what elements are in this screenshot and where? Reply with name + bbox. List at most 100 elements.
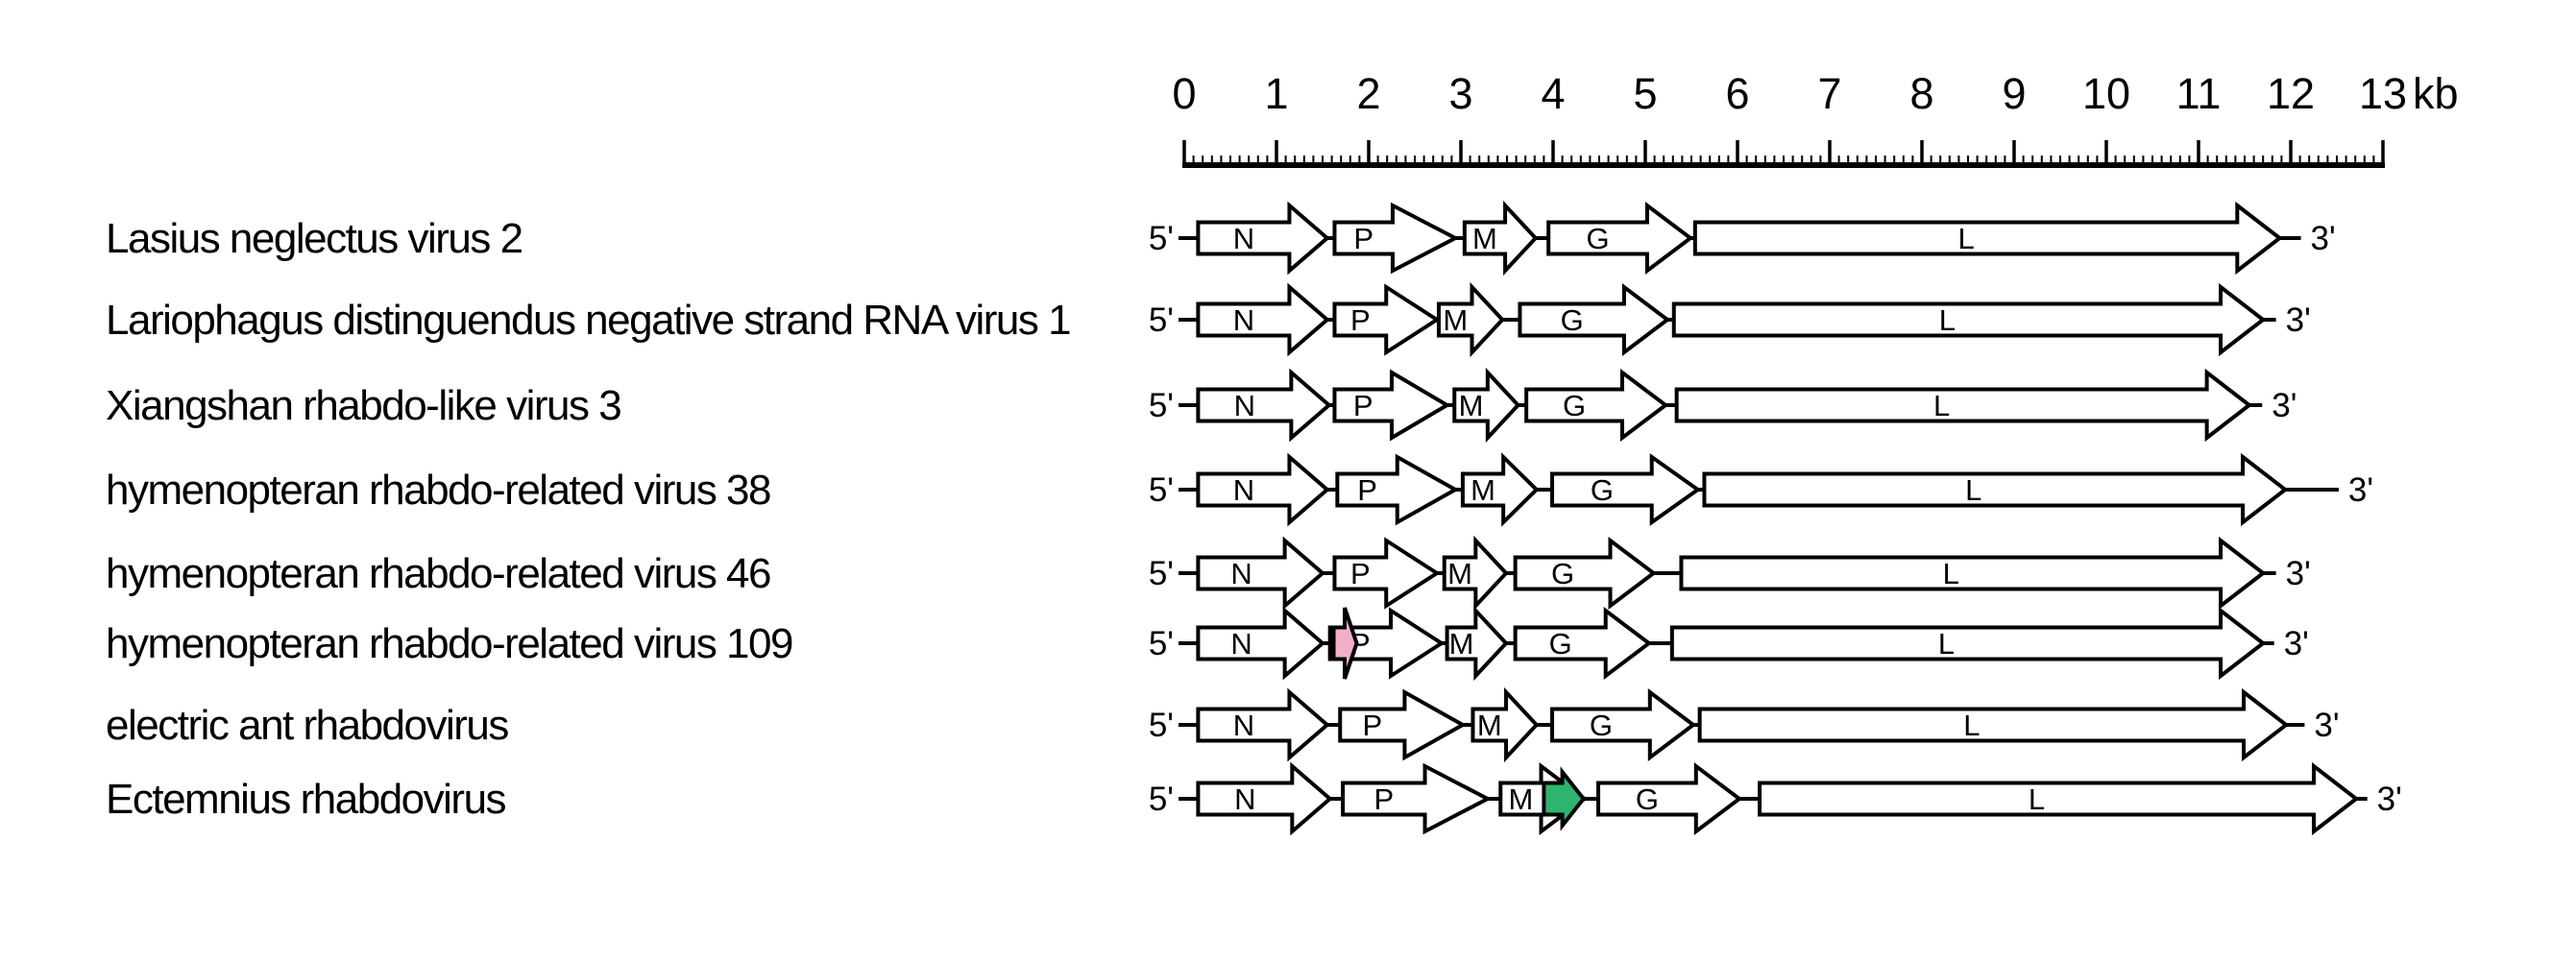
ruler-number: 10: [2082, 69, 2130, 118]
gene-letter: N: [1230, 557, 1252, 590]
gene-letter: G: [1549, 627, 1572, 661]
gene-arrow-L: [1702, 452, 2289, 527]
gene-letter: M: [1459, 389, 1484, 422]
five-prime-label: 5': [1149, 471, 1174, 509]
virus-name-label: hymenopteran rhabdo-related virus 109: [106, 620, 792, 667]
gene-arrow-L: [1669, 606, 2267, 681]
gene-letter: M: [1470, 473, 1495, 507]
gene-letter: M: [1472, 222, 1497, 255]
gene-arrow-G: [1524, 368, 1669, 443]
gene-arrow-M: [1470, 686, 1540, 763]
gene-arrow-N: [1196, 282, 1330, 357]
gene-arrow-N: [1196, 761, 1333, 836]
gene-letter: P: [1353, 222, 1373, 255]
gene-letter: N: [1233, 473, 1254, 507]
virus-row: Lasius neglectus virus 2 5' N P M G L 3': [106, 200, 2336, 277]
gene-arrow-N: [1196, 201, 1330, 276]
ruler-number: 9: [2002, 69, 2026, 118]
gene-arrow-G: [1550, 687, 1697, 762]
gene-letter: P: [1373, 782, 1394, 816]
gene-letter: G: [1591, 473, 1614, 507]
three-prime-label: 3': [2286, 555, 2311, 592]
gene-letter: N: [1234, 782, 1255, 816]
gene-letter: P: [1353, 389, 1373, 422]
gene-letter: L: [1938, 627, 1955, 661]
gene-arrow-M: [1436, 281, 1505, 358]
gene-arrow-M: [1442, 535, 1509, 612]
gene-arrow-N: [1196, 368, 1332, 443]
gene-letter: M: [1477, 709, 1502, 742]
gene-letter: G: [1586, 222, 1609, 255]
gene-arrow-N: [1196, 452, 1330, 527]
ruler-number: 2: [1356, 69, 1380, 118]
gene-arrow-P: [1341, 762, 1493, 835]
gene-letter: N: [1234, 389, 1255, 422]
five-prime-label: 5': [1149, 220, 1174, 257]
gene-letter: M: [1449, 627, 1474, 661]
five-prime-label: 5': [1149, 301, 1174, 339]
gene-arrow-P: [1332, 283, 1441, 356]
gene-letter: G: [1551, 557, 1574, 590]
gene-letter: G: [1563, 389, 1586, 422]
gene-letter: M: [1447, 557, 1472, 590]
gene-arrow-G: [1513, 536, 1657, 611]
gene-arrow-L: [1758, 761, 2360, 836]
gene-letter: L: [1933, 389, 1950, 422]
gene-letter: L: [2029, 782, 2045, 816]
gene-arrow-P: [1332, 537, 1441, 610]
three-prime-label: 3': [2286, 301, 2311, 339]
gene-arrow-G: [1550, 453, 1702, 526]
gene-letter: P: [1350, 557, 1371, 590]
gene-letter: G: [1561, 303, 1584, 337]
gene-letter: L: [1939, 303, 1956, 337]
accessory-gene-arrow: [1542, 766, 1587, 831]
gene-letter: M: [1443, 303, 1468, 337]
gene-letter: L: [1943, 557, 1959, 590]
gene-arrow-L: [1697, 687, 2290, 762]
gene-letter: L: [1957, 222, 1974, 255]
gene-letter: P: [1362, 709, 1382, 742]
ruler-number: 5: [1633, 69, 1657, 118]
gene-letter: N: [1230, 627, 1252, 661]
gene-arrow-N: [1196, 606, 1326, 681]
three-prime-label: 3': [2272, 387, 2297, 424]
three-prime-label: 3': [2348, 471, 2373, 509]
gene-letter: P: [1350, 303, 1371, 337]
gene-letter: N: [1233, 303, 1254, 337]
gene-arrow-M: [1460, 452, 1540, 527]
three-prime-label: 3': [2314, 707, 2339, 744]
gene-letter: P: [1357, 473, 1377, 507]
virus-row: Lariophagus distinguendus negative stran…: [106, 281, 2311, 358]
accessory-gene-arrow: [1331, 607, 1359, 680]
gene-arrow-P: [1332, 369, 1451, 442]
ruler-number: 3: [1448, 69, 1472, 118]
gene-arrow-L: [1679, 536, 2267, 611]
gene-arrow-M: [1445, 605, 1509, 682]
virus-name-label: Ectemnius rhabdovirus: [106, 776, 506, 823]
gene-letter: L: [1963, 709, 1980, 742]
gene-letter: N: [1233, 222, 1254, 255]
gene-arrow-L: [1692, 201, 2283, 276]
five-prime-label: 5': [1149, 707, 1174, 744]
gene-arrow-P: [1332, 202, 1460, 275]
ruler-number: 8: [1909, 69, 1933, 118]
ruler-number: 11: [2176, 69, 2222, 118]
gene-letter: L: [1965, 473, 1981, 507]
three-prime-label: 3': [2284, 625, 2309, 662]
three-prime-label: 3': [2311, 220, 2336, 257]
gene-arrow-P: [1335, 453, 1460, 526]
virus-row: hymenopteran rhabdo-related virus 38 5' N P…: [106, 452, 2373, 527]
gene-letter: N: [1233, 709, 1254, 742]
ruler-number: 1: [1264, 69, 1288, 118]
ruler-number: 13: [2359, 69, 2407, 118]
three-prime-label: 3': [2377, 781, 2402, 818]
virus-name-label: Lasius neglectus virus 2: [106, 215, 522, 262]
virus-name-label: hymenopteran rhabdo-related virus 38: [106, 467, 770, 514]
gene-arrow-G: [1546, 201, 1694, 276]
